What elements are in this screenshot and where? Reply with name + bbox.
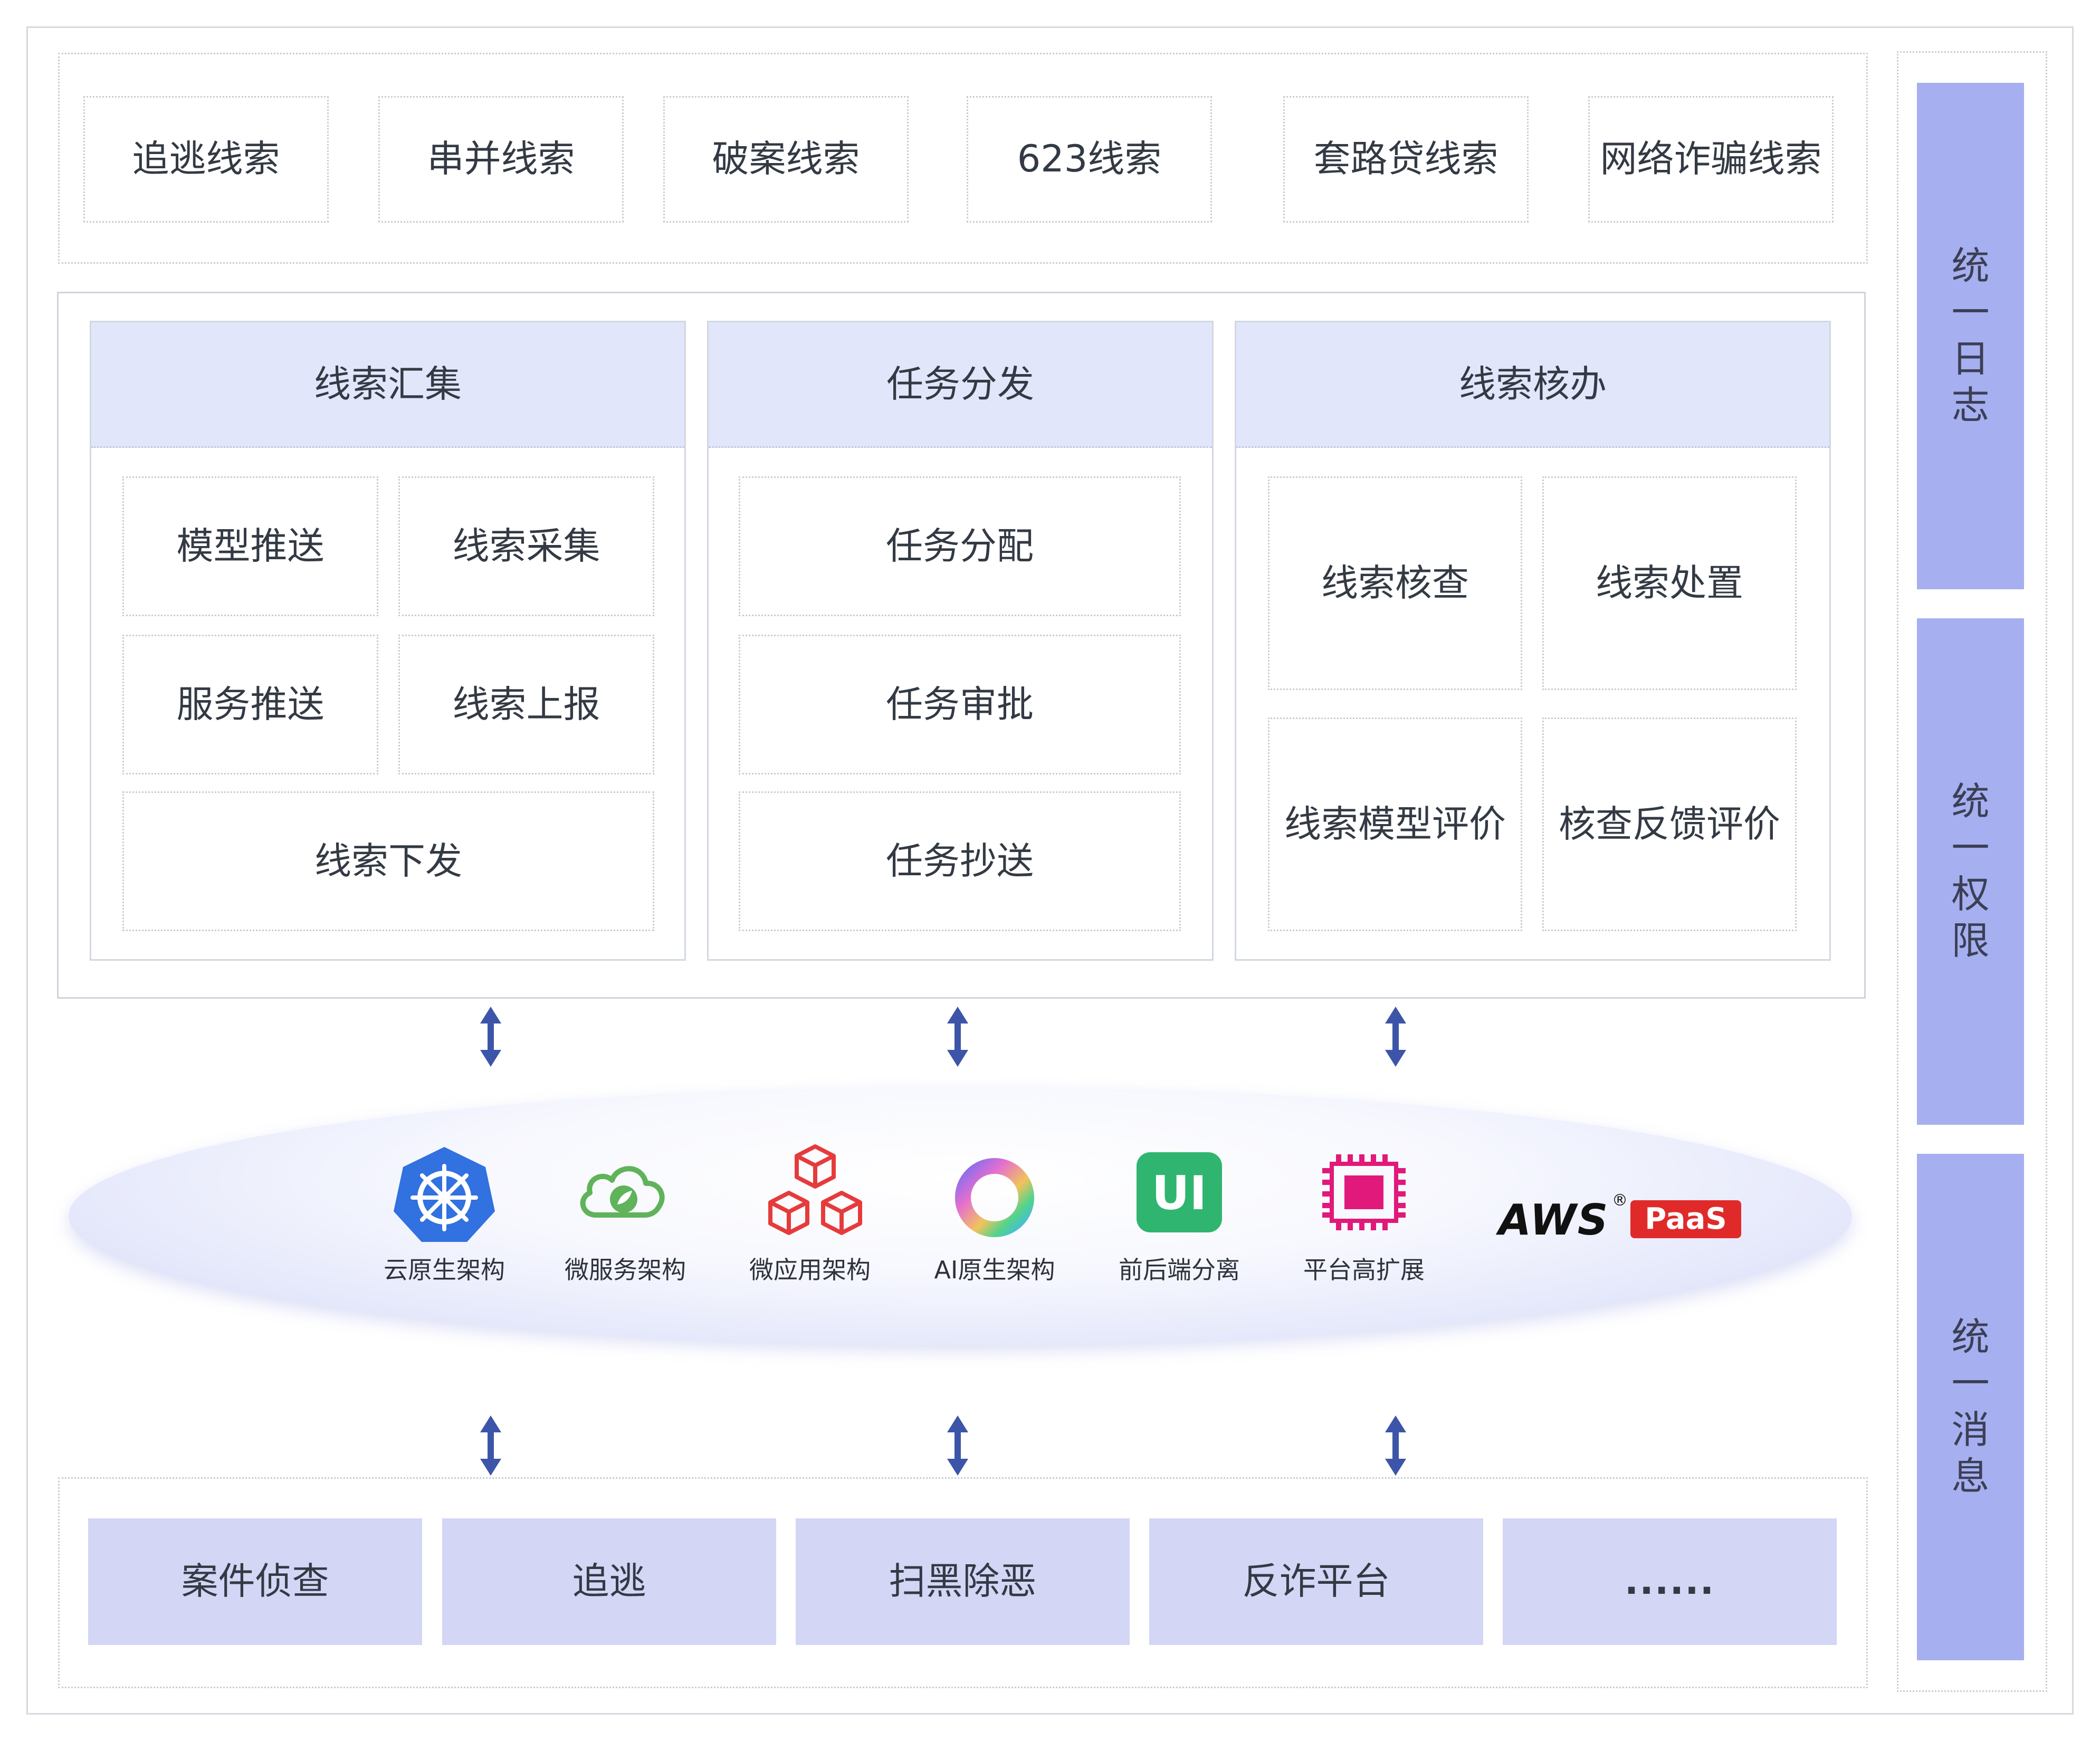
tech-label-ai-native: AI原生架构	[934, 1256, 1055, 1284]
side-unified-permission: 统 一 权 限	[1917, 618, 2024, 1125]
clue-box-fugitive: 追逃线索	[83, 96, 329, 223]
dispatch-item-assign: 任务分配	[739, 476, 1181, 616]
registered-mark: ®	[1612, 1191, 1628, 1210]
clue-box-loan: 套路贷线索	[1283, 96, 1529, 223]
side-unified-log: 统 一 日 志	[1917, 83, 2024, 589]
arrow-lower-3	[1385, 1415, 1406, 1476]
kubernetes-icon	[394, 1147, 495, 1242]
aws-wordmark: AWS	[1498, 1195, 1609, 1245]
collect-item-model-push: 模型推送	[122, 476, 378, 616]
side-unified-message: 统 一 消 息	[1917, 1154, 2024, 1660]
tech-label-frontend-backend: 前后端分离	[1119, 1256, 1240, 1284]
system-case-investigation: 案件侦查	[88, 1518, 422, 1645]
dispatch-item-approve: 任务审批	[739, 635, 1181, 774]
arrow-lower-2	[947, 1415, 968, 1476]
collect-item-clue-issue: 线索下发	[122, 791, 654, 931]
tech-label-cloud-native: 云原生架构	[384, 1256, 505, 1284]
column-handle-title: 线索核办	[1236, 322, 1829, 448]
arrow-upper-3	[1385, 1007, 1406, 1067]
ai-ring-icon	[955, 1158, 1034, 1237]
column-dispatch-title: 任务分发	[709, 322, 1212, 448]
handle-item-verify: 线索核查	[1268, 476, 1522, 690]
system-fugitive: 追逃	[442, 1518, 776, 1645]
collect-item-clue-report: 线索上报	[398, 635, 654, 774]
clue-box-serial: 串并线索	[378, 96, 624, 223]
paas-badge: PaaS	[1630, 1200, 1741, 1238]
chip-icon	[1322, 1154, 1406, 1230]
aws-paas-logo: AWS ® PaaS	[1498, 1190, 1741, 1248]
handle-item-dispose: 线索处置	[1542, 476, 1797, 690]
handle-item-feedback-eval: 核查反馈评价	[1542, 718, 1797, 931]
cubes-icon	[768, 1144, 862, 1235]
tech-label-microservice: 微服务架构	[565, 1256, 686, 1284]
system-more: ......	[1503, 1518, 1837, 1645]
ui-icon: UI	[1137, 1152, 1222, 1232]
handle-item-model-eval: 线索模型评价	[1268, 718, 1522, 931]
arrow-upper-2	[947, 1007, 968, 1067]
spring-cloud-icon	[580, 1166, 665, 1218]
collect-item-clue-gather: 线索采集	[398, 476, 654, 616]
arrow-upper-1	[480, 1007, 501, 1067]
tech-label-high-extension: 平台高扩展	[1303, 1256, 1425, 1284]
svg-text:UI: UI	[1152, 1166, 1207, 1220]
tech-label-micro-app: 微应用架构	[749, 1256, 871, 1284]
clue-box-case: 破案线索	[663, 96, 909, 223]
column-collect-title: 线索汇集	[91, 322, 684, 448]
dispatch-item-cc: 任务抄送	[739, 791, 1181, 931]
system-anti-fraud: 反诈平台	[1149, 1518, 1483, 1645]
clue-box-fraud: 网络诈骗线索	[1588, 96, 1834, 223]
collect-item-service-push: 服务推送	[122, 635, 378, 774]
arrow-lower-1	[480, 1415, 501, 1476]
clue-source-row	[58, 53, 1868, 264]
system-anti-gang: 扫黑除恶	[796, 1518, 1130, 1645]
clue-box-623: 623线索	[967, 96, 1212, 223]
